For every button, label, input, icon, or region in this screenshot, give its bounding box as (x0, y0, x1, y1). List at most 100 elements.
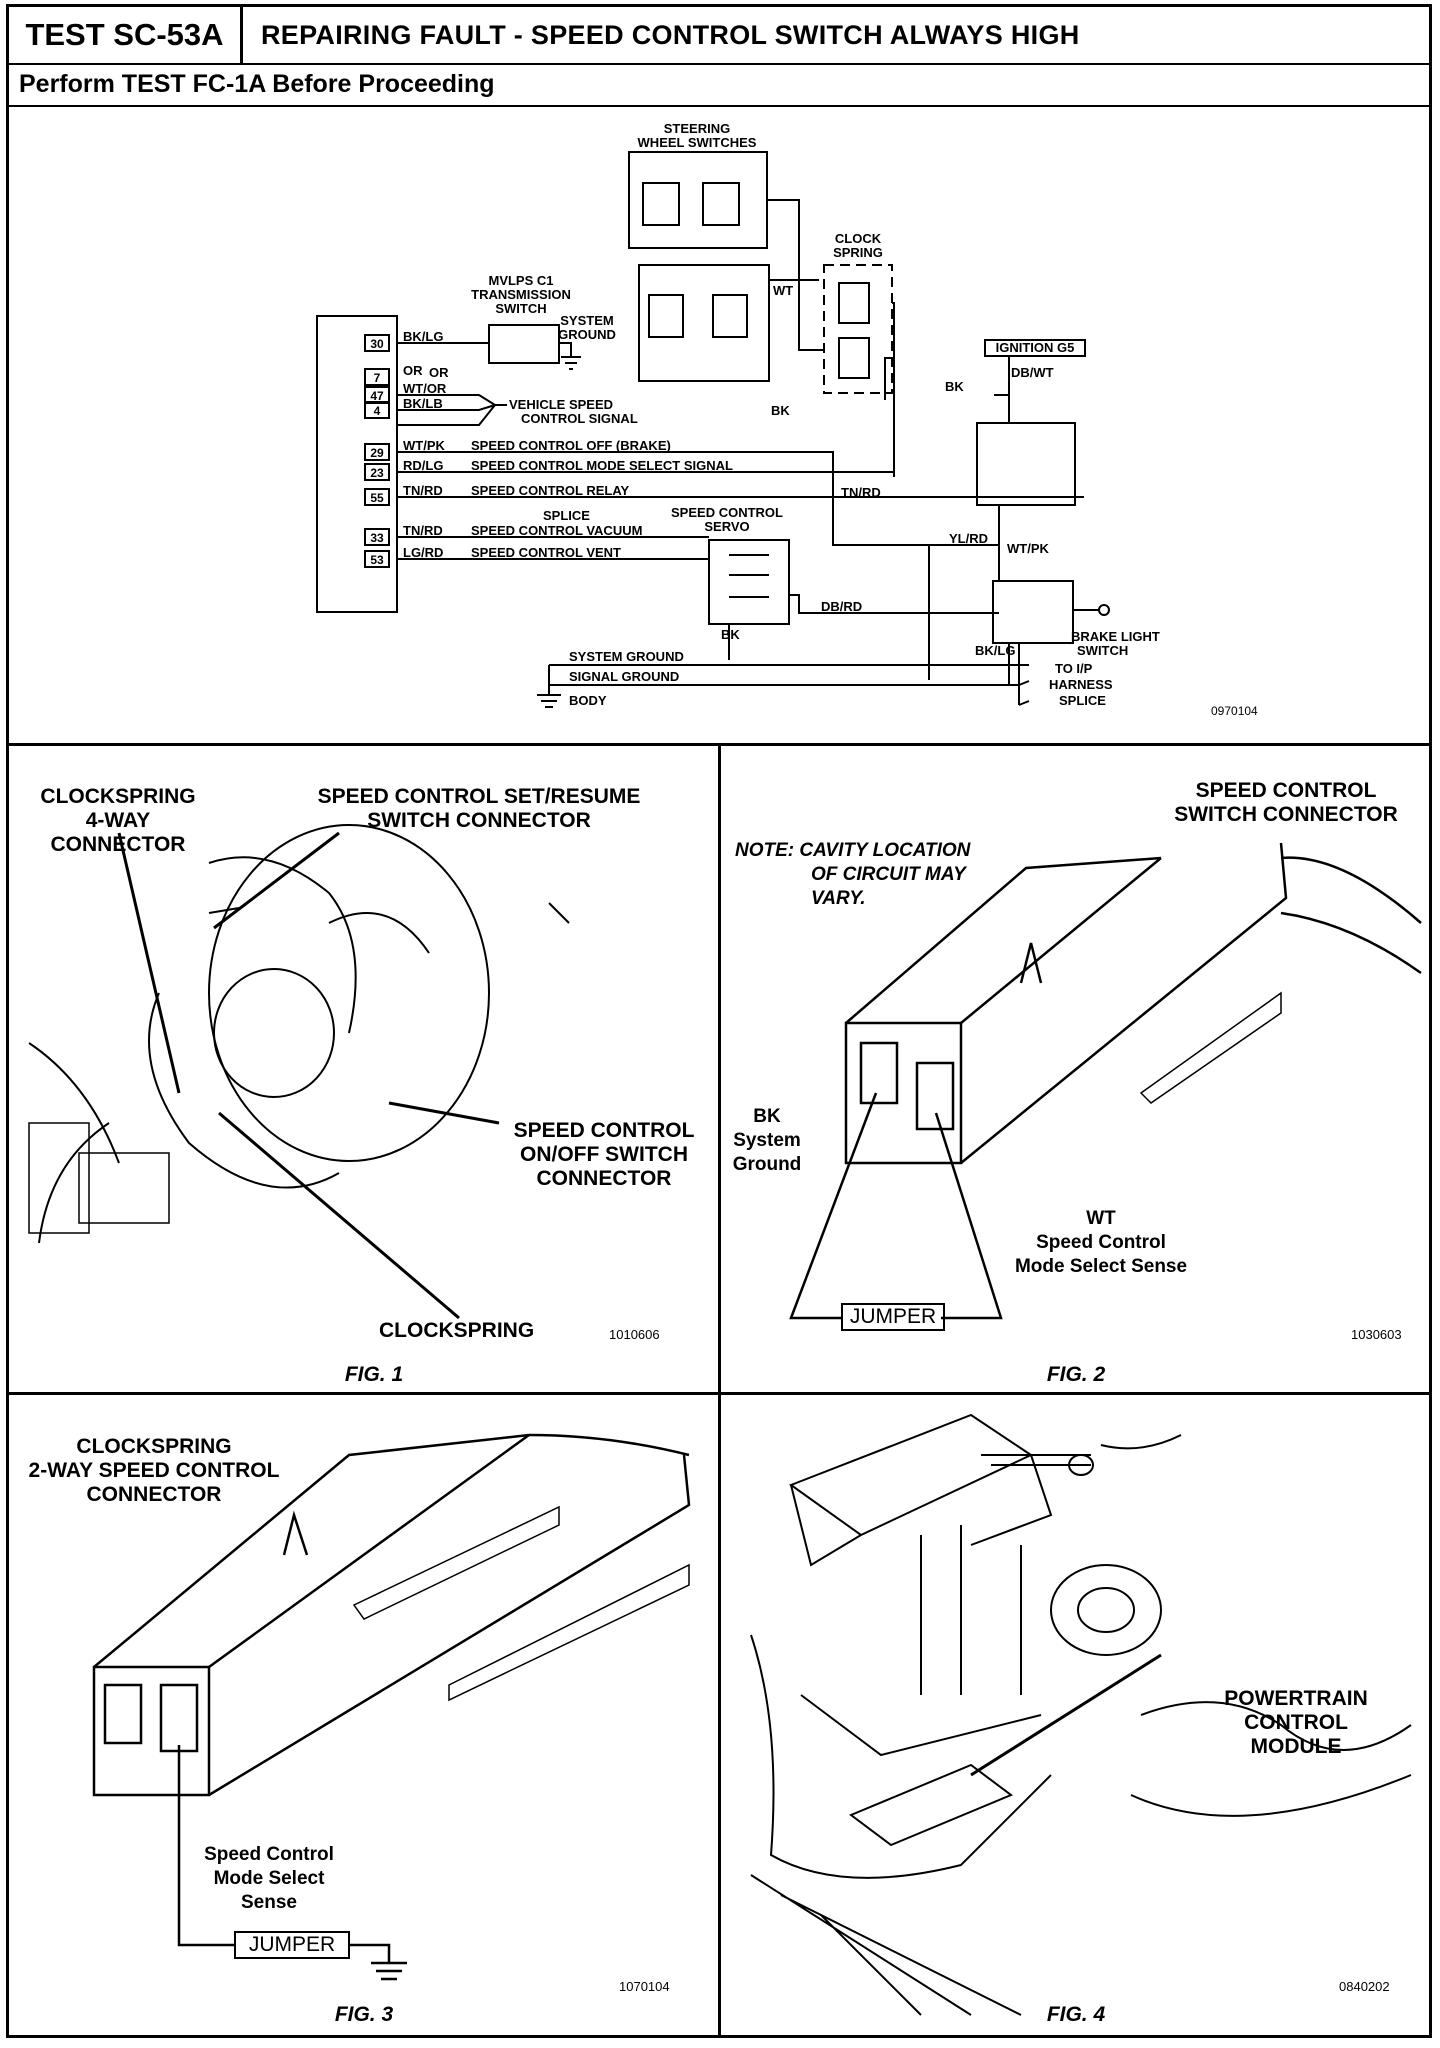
prerequisite-text: Perform TEST FC-1A Before Proceeding (19, 70, 495, 98)
header-row: TEST SC-53A REPAIRING FAULT - SPEED CONT… (9, 7, 1429, 65)
fig2-label-wt: WT Speed Control Mode Select Sense (991, 1207, 1211, 1279)
wire-bk3: BK (721, 627, 740, 642)
wire-wt: WT (773, 283, 793, 298)
clock-spring-contact (838, 337, 870, 379)
fig4-label-pcm: POWERTRAIN CONTROL MODULE (1196, 1687, 1396, 1759)
pin-circuit-name: SPEED CONTROL VENT (471, 545, 621, 560)
pin-number: 53 (370, 553, 384, 567)
figure-2-panel: SPEED CONTROL SWITCH CONNECTOR NOTE: CAV… (721, 743, 1429, 1395)
test-title: REPAIRING FAULT - SPEED CONTROL SWITCH A… (261, 20, 1080, 50)
label-line: NOTE: CAVITY LOCATION (735, 840, 971, 861)
clock-spring-box (823, 264, 893, 394)
wire-db-rd: DB/RD (821, 599, 862, 614)
pcm-connector-body (316, 315, 398, 613)
fig3-title: CLOCKSPRING 2-WAY SPEED CONTROL CONNECTO… (19, 1435, 289, 1507)
pin-number: 7 (374, 371, 381, 385)
label-toip-2: HARNESS (1049, 677, 1113, 692)
label-system-ground: SYSTEM GROUND (569, 649, 684, 664)
pin-number: 47 (370, 389, 384, 403)
fig2-jumper-box: JUMPER (841, 1303, 945, 1331)
test-page: TEST SC-53A REPAIRING FAULT - SPEED CONT… (6, 4, 1432, 2038)
label-line: WT (1086, 1208, 1116, 1229)
fig3-drawing (92, 1433, 691, 1981)
pin-circuit-name: SPEED CONTROL OFF (BRAKE) (471, 438, 671, 453)
pin-wire-color: LG/RD (403, 545, 443, 560)
fig1-label-clockspring: CLOCKSPRING (379, 1319, 535, 1342)
label-line: SWITCH CONNECTOR (1174, 803, 1398, 826)
pin-wire-color: RD/LG (403, 458, 443, 473)
label-line: ON/OFF SWITCH (520, 1143, 688, 1166)
label-brake-1: BRAKE LIGHT (1071, 629, 1160, 644)
fig1-label-on-off: SPEED CONTROL ON/OFF SWITCH CONNECTOR (499, 1119, 709, 1191)
pin-wire-color: WT/PK (403, 438, 445, 453)
fig2-title: SPEED CONTROL SWITCH CONNECTOR (1161, 779, 1411, 827)
pin-box (364, 334, 390, 352)
label-line: SWITCH CONNECTOR (367, 809, 591, 832)
fig1-label-clockspring-4way: CLOCKSPRING 4-WAY CONNECTOR (33, 785, 203, 857)
pin-box (364, 488, 390, 506)
column-assembly (78, 1152, 170, 1224)
pin-wire-color: TN/RD (403, 523, 443, 538)
pin-circuit-name: SPEED CONTROL MODE SELECT SIGNAL (471, 458, 733, 473)
fig1-drawing (28, 824, 570, 1320)
fig1-label-set-resume: SPEED CONTROL SET/RESUME SWITCH CONNECTO… (309, 785, 649, 833)
label-line: BK (753, 1106, 781, 1127)
fig2-note: NOTE: CAVITY LOCATION OF CIRCUIT MAY VAR… (735, 839, 1035, 911)
fig1-code: 1010606 (609, 1327, 660, 1342)
label-line: OF CIRCUIT MAY (811, 864, 966, 885)
label-toip-3: SPLICE (1059, 693, 1106, 708)
switch-contact (642, 182, 680, 226)
pin-number: 33 (370, 531, 384, 545)
figure-3-panel: CLOCKSPRING 2-WAY SPEED CONTROL CONNECTO… (9, 1395, 721, 2035)
pin-circuit-name: SPEED CONTROL RELAY (471, 483, 630, 498)
strut-tower (1077, 1587, 1135, 1633)
label-line: Speed Control (1036, 1232, 1166, 1253)
connector-cavity-1 (859, 1041, 899, 1105)
fig3-code: 1070104 (619, 1979, 670, 1994)
switch-contact (712, 294, 748, 338)
speed-control-relay (976, 422, 1076, 506)
pin-number: 4 (374, 404, 381, 418)
label-line: 2-WAY SPEED CONTROL (28, 1459, 280, 1482)
label-body: BODY (569, 693, 607, 708)
switch-contact (648, 294, 684, 338)
steering-wheel-switch-box-lower (638, 264, 770, 382)
fig4-caption: FIG. 4 (1046, 2003, 1106, 2026)
label-line: CONTROL (1244, 1711, 1348, 1734)
mvlps-switch-box (488, 324, 560, 364)
wire-bk2: BK (945, 379, 964, 394)
pin-box (364, 368, 390, 386)
fig1-caption: FIG. 1 (344, 1363, 404, 1386)
label-line: MODULE (1250, 1735, 1342, 1758)
label-line: CONNECTOR (50, 833, 186, 856)
label-line: CLOCKSPRING (76, 1435, 232, 1458)
pin-number: 30 (370, 337, 384, 351)
label-sysground-2: GROUND (558, 327, 616, 342)
pin-box (364, 401, 390, 419)
wire-wt-pk: WT/PK (1007, 541, 1049, 556)
pin-number: 29 (370, 446, 384, 460)
label-line: POWERTRAIN (1224, 1687, 1368, 1710)
figure-1-panel: CLOCKSPRING 4-WAY CONNECTOR SPEED CONTRO… (9, 743, 721, 1395)
label-servo-2: SERVO (704, 519, 749, 534)
pin-wire-color: WT/OR (403, 381, 447, 396)
connector-cavity-1 (103, 1683, 143, 1745)
test-id: TEST SC-53A (9, 7, 243, 63)
powertrain-control-module (849, 1763, 1013, 1847)
fig4-drawing (750, 1413, 1412, 2016)
connector-cavity-2 (915, 1061, 955, 1131)
fig3-label-sense: Speed Control Mode Select Sense (189, 1843, 349, 1915)
brake-light-switch (992, 580, 1074, 644)
wire-db-wt: DB/WT (1011, 365, 1054, 380)
label-clock-1: CLOCK (835, 231, 882, 246)
wire-bk1: BK (771, 403, 790, 418)
fig2-label-bk: BK System Ground (727, 1105, 807, 1177)
ignition-g5-box (984, 339, 1086, 357)
label-servo-1: SPEED CONTROL (671, 505, 783, 520)
label-steering-2: WHEEL SWITCHES (638, 135, 757, 150)
speed-control-servo (708, 539, 790, 625)
label-ignition: IGNITION G5 (996, 340, 1075, 355)
wire-tn-rd: TN/RD (841, 485, 881, 500)
